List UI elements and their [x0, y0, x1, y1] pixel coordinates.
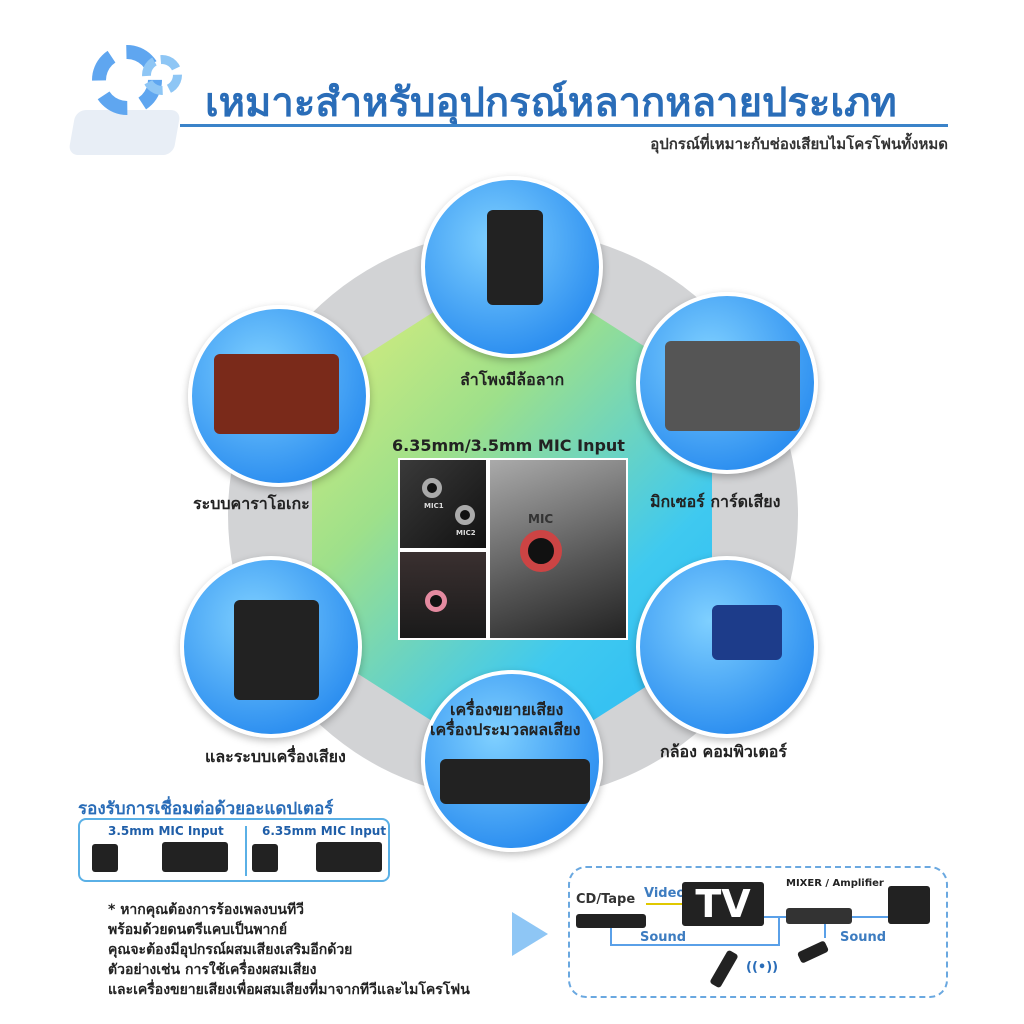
sound-label: Sound	[840, 930, 887, 945]
adapter-3-5mm-icon	[162, 842, 228, 872]
camera-laptop-icon	[712, 605, 782, 660]
device-home-theater	[188, 305, 370, 487]
note-line: และเครื่องขยายเสียงเพื่อผสมเสียงที่มาจาก…	[108, 982, 470, 998]
amplifier-icon	[786, 908, 852, 924]
cd-tape-label: CD/Tape	[576, 892, 636, 907]
note-line: พร้อมด้วยดนตรีแคบเป็นพากย์	[108, 922, 288, 938]
arrow-right-icon	[512, 912, 548, 956]
device-label: ระบบคาราโอเกะ	[193, 494, 310, 513]
microphone-icon	[709, 949, 739, 989]
mixer-icon	[665, 341, 800, 431]
page-title: เหมาะสำหรับอุปกรณ์หลากหลายประเภท	[205, 80, 897, 126]
wireless-signal-icon: ((•))	[746, 960, 779, 975]
adapter-6-35mm-label: 6.35mm MIC Input	[262, 824, 387, 838]
wireless-receiver-icon	[796, 940, 830, 964]
center-title: 6.35mm/3.5mm MIC Input	[392, 436, 625, 455]
amplifier-rack-icon	[440, 759, 590, 804]
device-label: กล้อง คอมพิวเตอร์	[660, 742, 787, 761]
home-theater-icon	[214, 354, 339, 434]
note-line: คุณจะต้องมีอุปกรณ์ผสมเสียงเสริมอีกด้วย	[108, 942, 353, 958]
mic1-label: MIC1	[424, 502, 444, 510]
logo-icon	[62, 40, 187, 165]
karaoke-note: * หากคุณต้องการร้องเพลงบนทีวี พร้อมด้วยด…	[108, 900, 470, 1000]
device-mixer	[636, 292, 818, 474]
video-label: Video	[644, 886, 686, 901]
jack-3-5mm-icon	[92, 844, 118, 872]
mic-input-photo-2	[398, 550, 488, 640]
mic-input-photo-3: MIC	[488, 458, 628, 640]
trolley-speaker-icon	[487, 210, 543, 305]
tv-icon: TV	[682, 882, 764, 926]
sound-label: Sound	[640, 930, 687, 945]
mic-label: MIC	[528, 512, 554, 526]
device-label: มิกเซอร์ การ์ดเสียง	[650, 492, 781, 511]
device-label: ลำโพงมีล้อลาก	[460, 370, 565, 389]
adapter-3-5mm-label: 3.5mm MIC Input	[108, 824, 224, 838]
device-camera-laptop	[636, 556, 818, 738]
connection-diagram: CD/Tape Video TV MIXER / Amplifier Sound…	[568, 866, 948, 998]
device-trolley-speaker	[421, 176, 603, 358]
device-label: และระบบเครื่องเสียง	[205, 747, 346, 766]
device-label: เครื่องขยายเสียง	[450, 700, 564, 719]
note-line: ตัวอย่างเช่น การใช้เครื่องผสมเสียง	[108, 962, 317, 978]
title-divider	[180, 124, 948, 127]
device-label: เครื่องประมวลผลเสียง	[430, 720, 581, 739]
device-amplifier	[421, 670, 603, 852]
adapter-box: 3.5mm MIC Input 6.35mm MIC Input	[78, 818, 390, 882]
device-pa-speakers	[180, 556, 362, 738]
adapter-title: รองรับการเชื่อมต่อด้วยอะแดปเตอร์	[78, 799, 334, 819]
cd-player-icon	[576, 914, 646, 928]
note-line: * หากคุณต้องการร้องเพลงบนทีวี	[108, 902, 305, 918]
speakers-icon	[888, 886, 930, 924]
pa-speakers-icon	[234, 600, 319, 700]
jack-6-35mm-icon	[252, 844, 278, 872]
page-subtitle: อุปกรณ์ที่เหมาะกับช่องเสียบไมโครโฟนทั้งห…	[650, 135, 948, 153]
adapter-6-35mm-icon	[316, 842, 382, 872]
mic-input-photo-1: MIC1 MIC2	[398, 458, 488, 550]
mixer-amplifier-label: MIXER / Amplifier	[786, 878, 884, 889]
mic2-label: MIC2	[456, 529, 476, 537]
